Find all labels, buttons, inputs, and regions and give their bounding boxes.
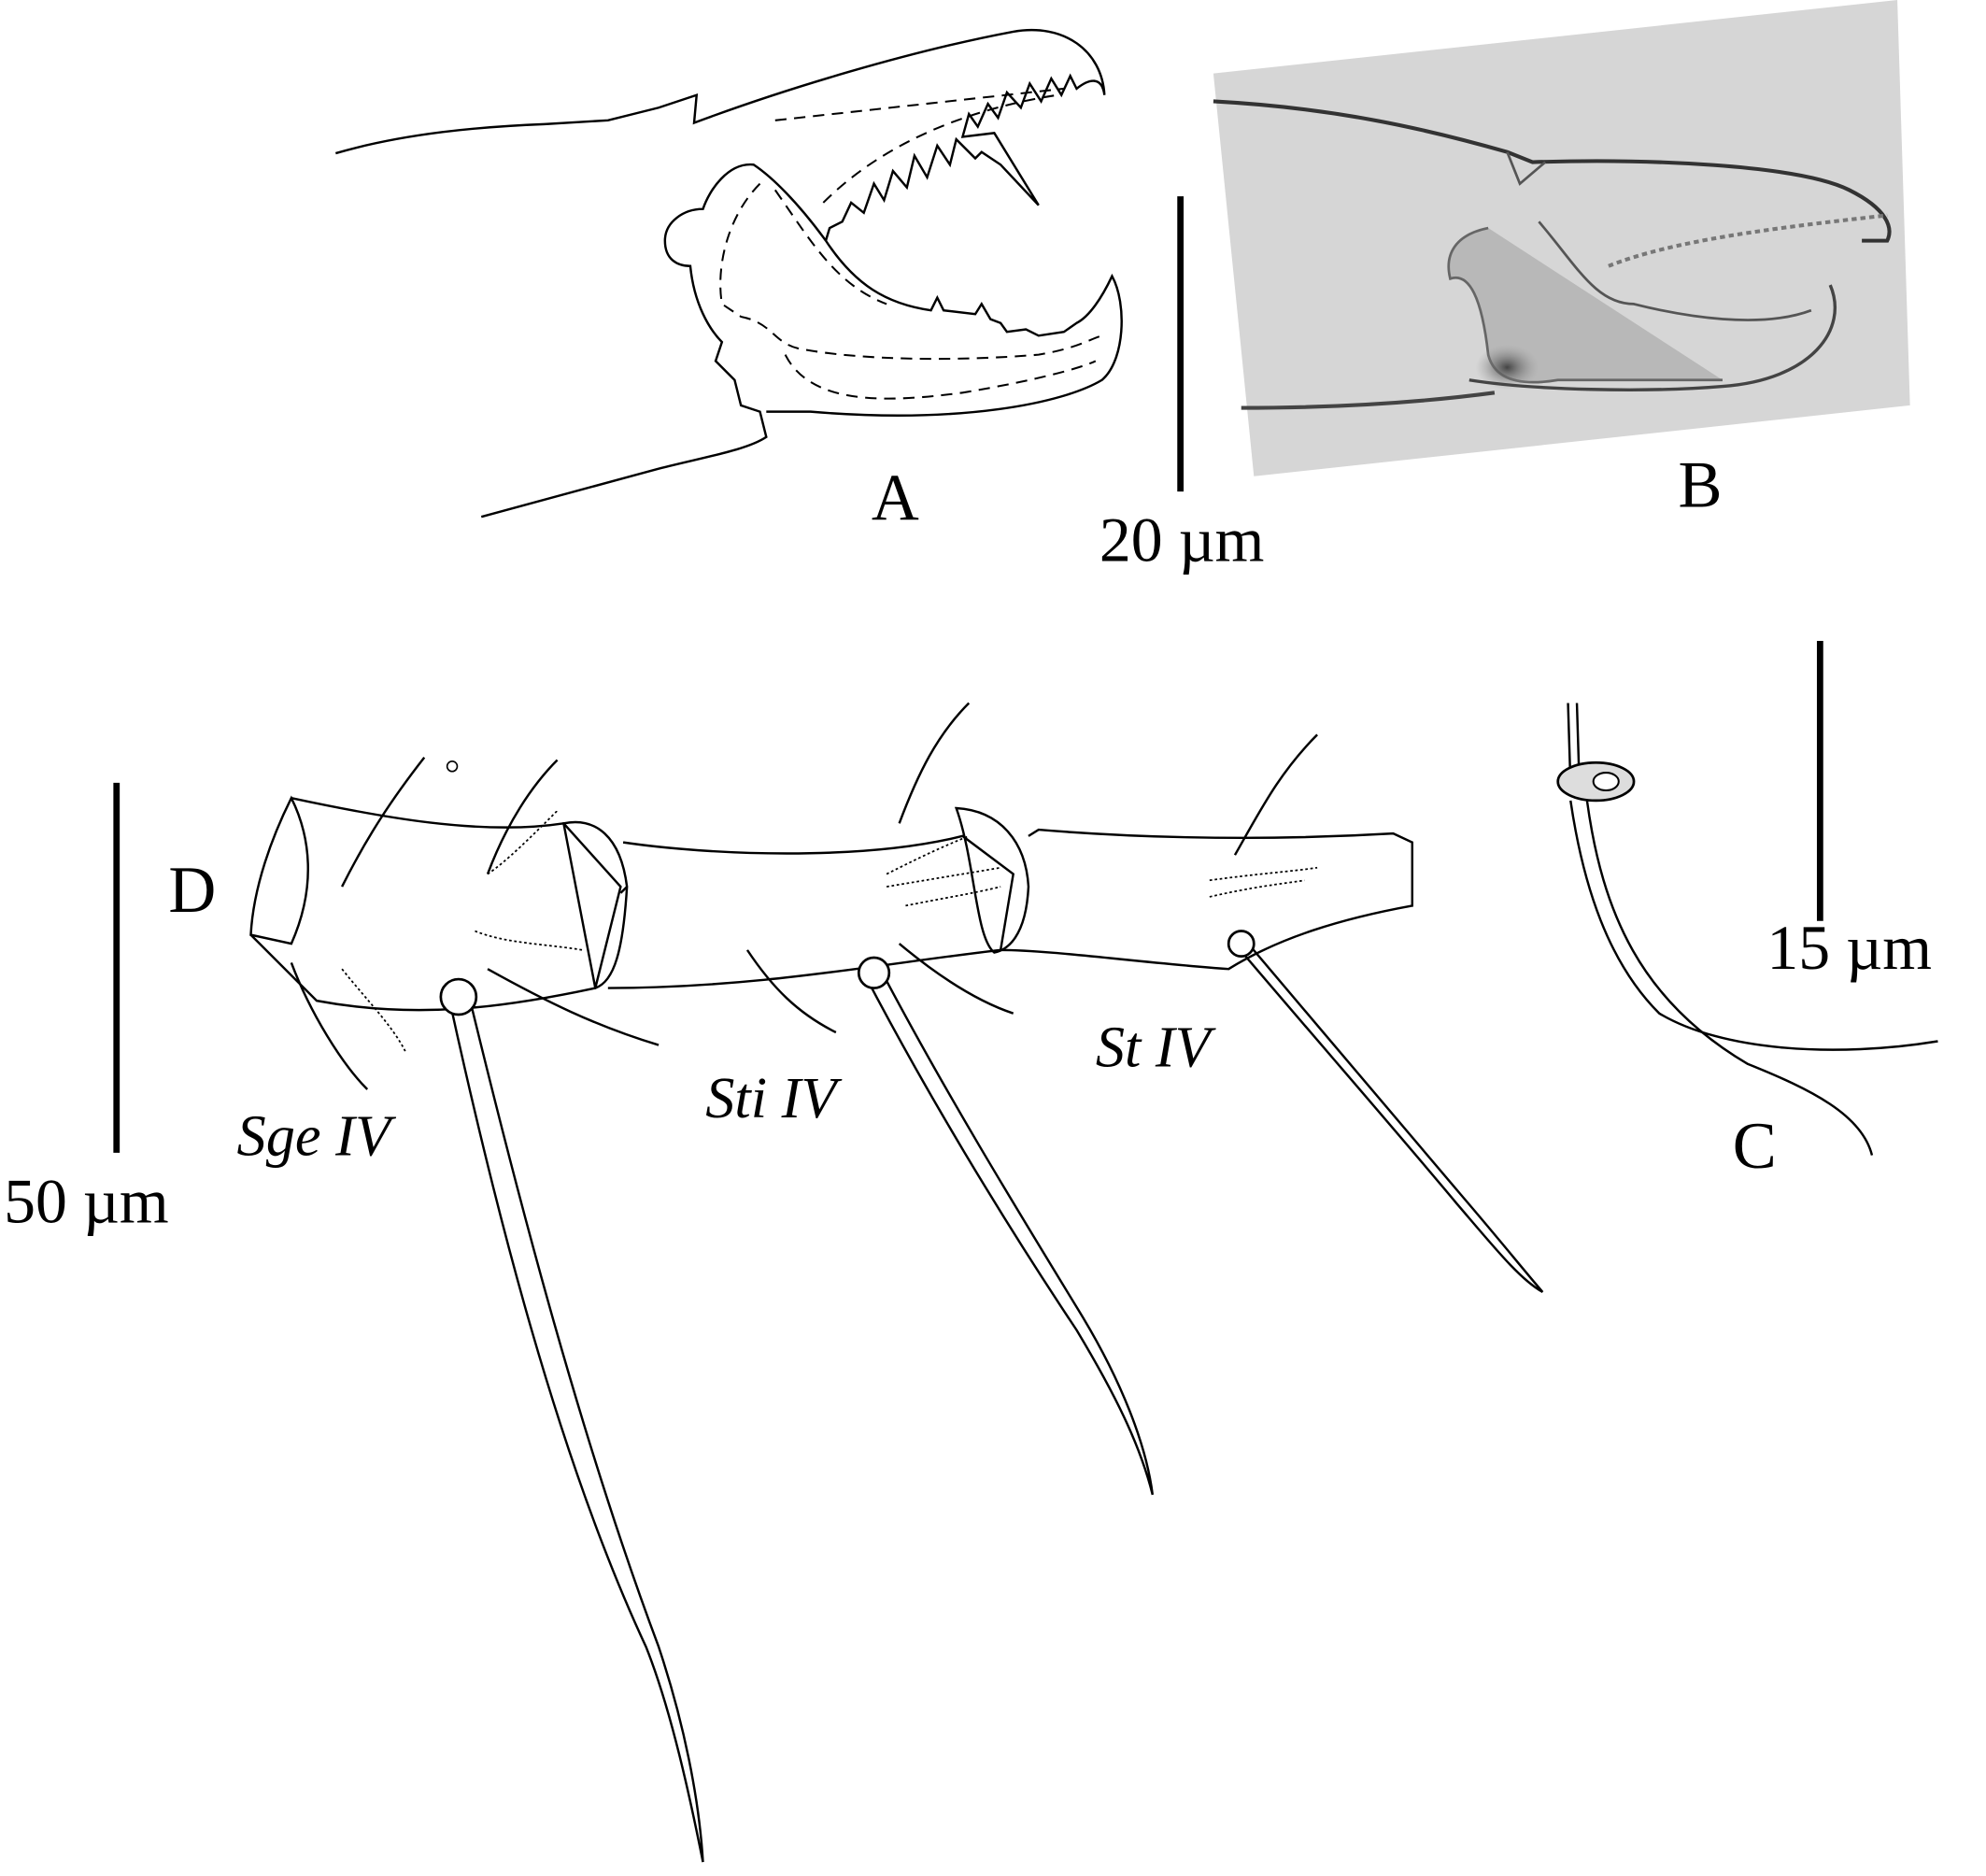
- scale-bar-15um-label: 15 µm: [1766, 913, 1932, 983]
- panel-a-label: A: [872, 462, 919, 534]
- panel-c-seta: C: [1556, 703, 1938, 1183]
- seta-label-sti-iv: Sti IV: [705, 1066, 843, 1130]
- scale-bar-20um-label: 20 µm: [1099, 505, 1265, 576]
- panel-d-leg: D Sge IV Sti IV St IV: [168, 702, 1544, 1863]
- panel-b-label: B: [1679, 448, 1723, 521]
- panel-c-label: C: [1733, 1110, 1777, 1183]
- panel-a-chelicera-drawing: A: [334, 29, 1123, 534]
- panel-b-micrograph: B: [1213, 0, 1910, 521]
- panel-d-label: D: [168, 854, 216, 927]
- seta-label-st-iv: St IV: [1096, 1016, 1217, 1080]
- scale-bar-50um-label: 50 µm: [4, 1166, 169, 1236]
- seta-label-sge-iv: Sge IV: [237, 1104, 397, 1169]
